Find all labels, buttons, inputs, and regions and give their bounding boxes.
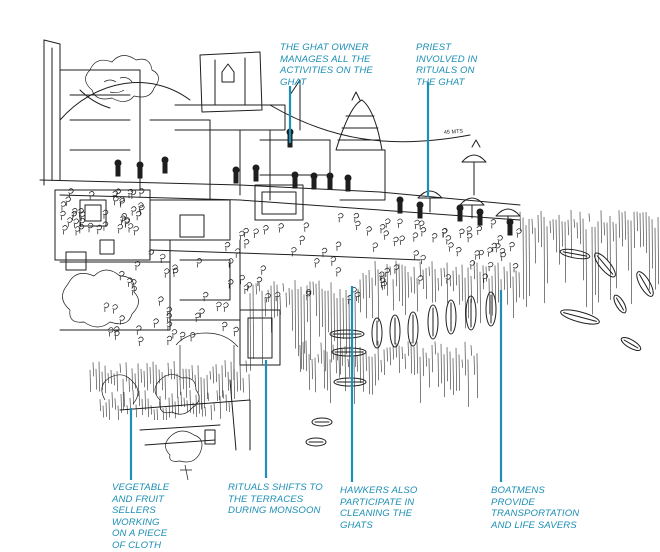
left-buildings: [43, 39, 241, 331]
crowd-scribbles: [60, 188, 522, 346]
label-ghat-owner: THE GHAT OWNER MANAGES ALL THE ACTIVITIE…: [280, 42, 373, 88]
label-hawkers: HAWKERS ALSO PARTICIPATE IN CLEANING THE…: [340, 485, 418, 531]
bottom-left-trees: [62, 269, 239, 481]
boats: [305, 248, 654, 447]
label-rituals: RITUALS SHIFTS TO THE TERRACES DURING MO…: [228, 482, 323, 517]
tree-canopy-top: [85, 55, 159, 102]
label-priest: PRIEST INVOLVED IN RITUALS ON THE GHAT: [416, 42, 478, 88]
leader-lines: [129, 82, 503, 482]
top-structures: [59, 51, 471, 201]
umbrellas: [417, 139, 521, 231]
terraces: [39, 179, 521, 366]
people-figures: [114, 128, 514, 236]
water-hatching: [89, 209, 659, 421]
label-vegetable-sellers: VEGETABLE AND FRUIT SELLERS WORKING ON A…: [112, 482, 170, 551]
label-boatmens: BOATMENS PROVIDE TRANSPORTATION AND LIFE…: [491, 485, 580, 531]
sketch-note: 45 MTS: [444, 129, 464, 136]
bottom-structures: [119, 379, 251, 451]
